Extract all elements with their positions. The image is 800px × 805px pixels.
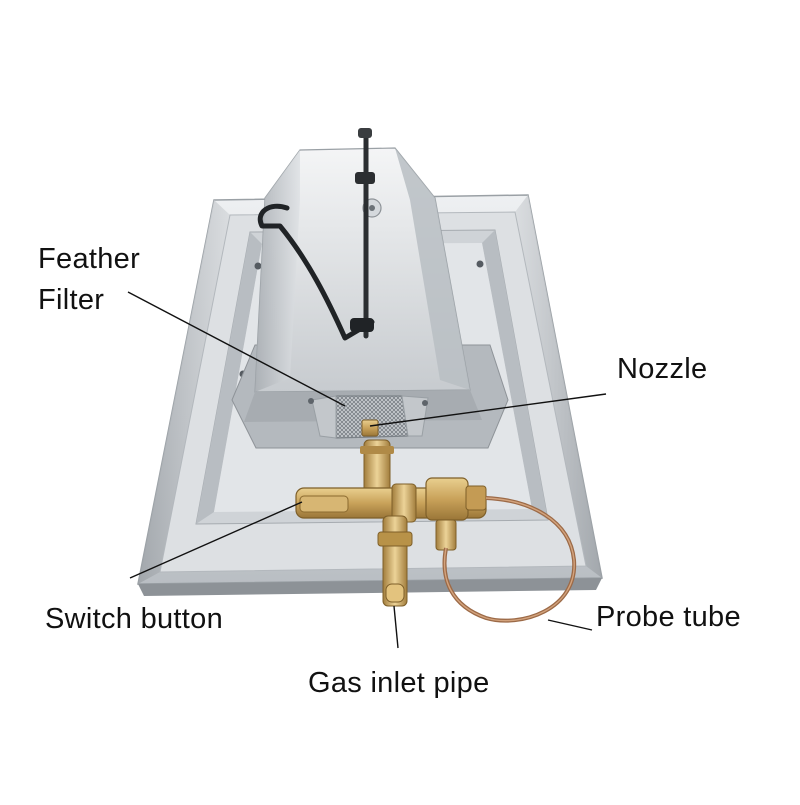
leader-nozzle xyxy=(369,393,607,427)
label-switch-button: Switch button xyxy=(45,603,223,635)
label-nozzle: Nozzle xyxy=(617,353,708,385)
label-filter: Filter xyxy=(38,284,105,316)
label-gas-inlet-pipe: Gas inlet pipe xyxy=(308,667,490,699)
leader-probe-tube xyxy=(547,619,593,631)
label-feather: Feather xyxy=(38,243,141,275)
gas-valve xyxy=(295,439,487,607)
label-probe-tube: Probe tube xyxy=(596,601,741,633)
leader-lines xyxy=(127,291,607,649)
probe-tube xyxy=(442,496,577,623)
ignition-rod xyxy=(257,128,375,341)
feather-filter xyxy=(308,395,429,439)
leader-switch-button xyxy=(129,501,303,579)
leader-gas-inlet-pipe xyxy=(393,605,399,649)
nozzle xyxy=(361,419,379,437)
leader-feather-filter xyxy=(127,291,346,407)
